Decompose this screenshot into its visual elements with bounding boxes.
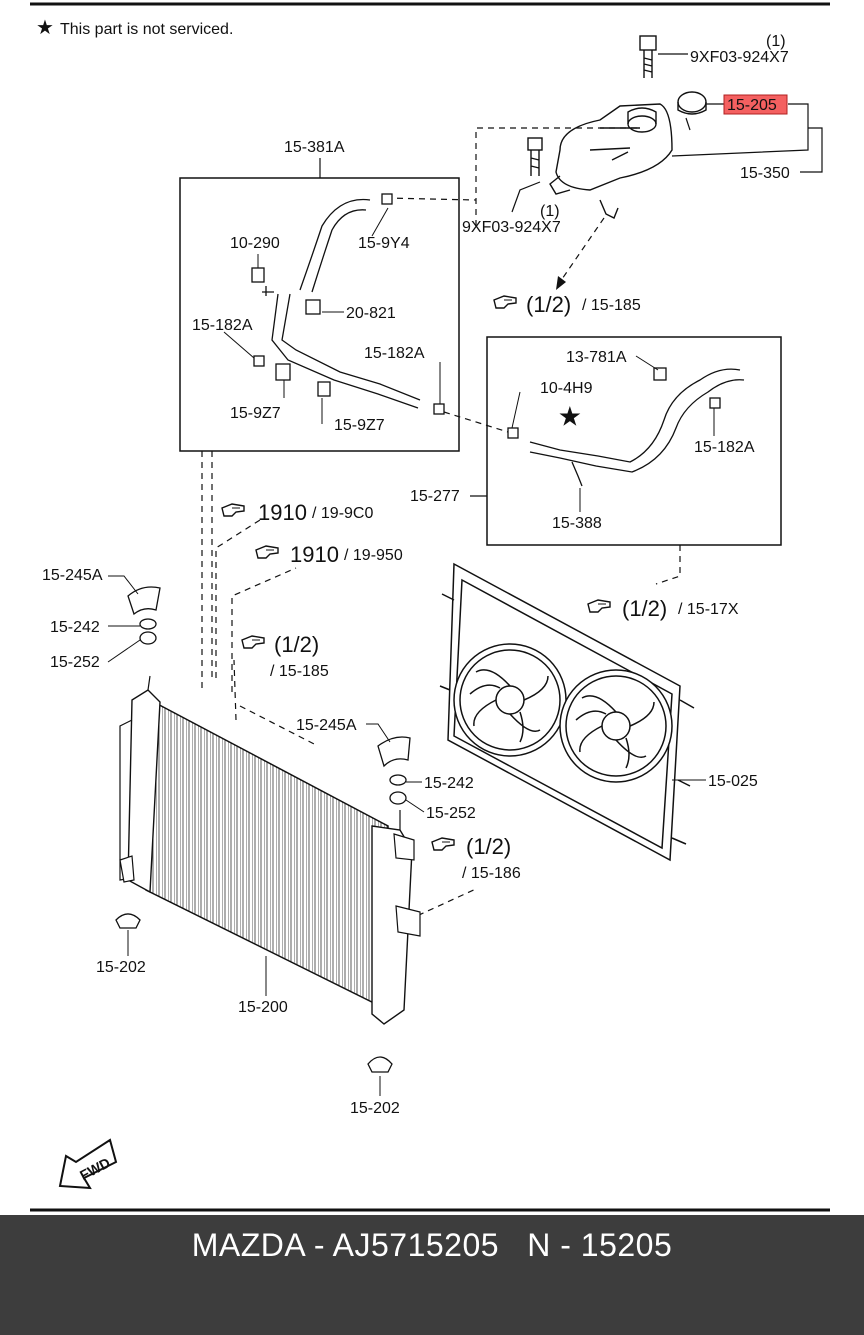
reservoir-dashes	[385, 127, 640, 283]
part-15-182A-upper-right: 15-182A	[364, 345, 425, 362]
ref-3-sub: / 19-950	[344, 547, 403, 564]
ref-5-num: (1/2)	[622, 596, 667, 621]
parts-diagram: ★ This part is not serviced. (1) 9XF03-9…	[30, 2, 830, 1212]
footer-separator: -	[304, 1227, 333, 1263]
part-15-245A-left: 15-245A	[42, 567, 103, 584]
upper-hose-leaders	[223, 207, 441, 424]
part-15-202-left: 15-202	[96, 959, 146, 976]
part-15-182A-upper-left: 15-182A	[192, 317, 253, 334]
legend-note: This part is not serviced.	[60, 21, 233, 38]
part-15-9Z7-right: 15-9Z7	[334, 417, 385, 434]
part-13-781A: 13-781A	[566, 349, 627, 366]
part-15-245A-right: 15-245A	[296, 717, 357, 734]
bolt-mid-qty: (1)	[540, 203, 560, 220]
footer-part-number: AJ5715205	[332, 1227, 500, 1263]
ref-hand-icon	[493, 295, 517, 309]
cap-part-highlighted: 15-205	[727, 97, 777, 114]
diagram-canvas: ★ This part is not serviced. (1) 9XF03-9…	[30, 2, 830, 1212]
highlight-box	[723, 94, 788, 115]
reservoir-leaders	[511, 53, 823, 213]
part-15-9Y4: 15-9Y4	[358, 235, 410, 252]
star-symbol: ★	[36, 17, 54, 39]
lower-hose-leaders	[511, 355, 715, 512]
ref-2-sub: / 19-9C0	[312, 505, 373, 522]
part-10-290: 10-290	[230, 235, 280, 252]
ref-1-sub: / 15-185	[582, 297, 641, 314]
ref-hand-icon	[241, 635, 265, 649]
part-15-388: 15-388	[552, 515, 602, 532]
footer-brand: MAZDA	[191, 1227, 305, 1263]
part-15-242-left: 15-242	[50, 619, 100, 636]
arrow-head	[556, 276, 566, 290]
ref-3-num: 1910	[290, 542, 339, 567]
ref-hand-icon	[255, 545, 279, 559]
ref-5-sub: / 15-17X	[678, 601, 739, 618]
footer-banner: MAZDA - AJ5715205 N - 15205	[0, 1215, 864, 1335]
fan-part-label: 15-025	[708, 773, 758, 790]
ref-hand-icon	[431, 837, 455, 851]
upper-hose-assembly-label: 15-381A	[284, 139, 345, 156]
tank-part-label: 15-350	[740, 165, 790, 182]
footer-gap	[499, 1227, 527, 1263]
footer-caption: MAZDA - AJ5715205 N - 15205	[0, 1227, 864, 1264]
ref-4-num: (1/2)	[274, 632, 319, 657]
part-10-4H9: 10-4H9	[540, 380, 593, 397]
ref-hand-icon	[587, 599, 611, 613]
part-15-242-right: 15-242	[424, 775, 474, 792]
right-mount-leaders	[366, 723, 425, 813]
lower-hose-assembly-label: 15-277	[410, 488, 460, 505]
bolt-top-part-number: 9XF03-924X7	[690, 49, 789, 66]
part-15-252-right: 15-252	[426, 805, 476, 822]
part-15-252-left: 15-252	[50, 654, 100, 671]
bolt-mid-part-number: 9XF03-924X7	[462, 219, 561, 236]
ref-hand-icon	[221, 503, 245, 517]
lower-hose-box	[486, 336, 782, 546]
footer-code: N - 15205	[527, 1227, 673, 1263]
left-mount-parts	[127, 586, 161, 645]
fwd-arrow-icon: FWD	[58, 1138, 118, 1190]
ref-6-num: (1/2)	[466, 834, 511, 859]
right-mount-parts	[377, 736, 411, 805]
ref-6-sub: / 15-186	[462, 865, 521, 882]
radiator-part-label: 15-200	[238, 999, 288, 1016]
ref-1-num: (1/2)	[526, 292, 571, 317]
fan-shroud	[439, 562, 695, 862]
part-20-821: 20-821	[346, 305, 396, 322]
part-15-9Z7-left: 15-9Z7	[230, 405, 281, 422]
bolt-top-qty: (1)	[766, 33, 786, 50]
ref-2-num: 1910	[258, 500, 307, 525]
reservoir-group	[527, 35, 707, 219]
upper-hose	[251, 193, 445, 415]
part-15-202-right: 15-202	[350, 1100, 400, 1117]
left-mount-leaders	[107, 575, 141, 663]
star-marker: ★	[560, 404, 580, 429]
part-15-182A-lower: 15-182A	[694, 439, 755, 456]
rubber-mounts-lower	[115, 913, 393, 1073]
lower-hose: ★	[507, 367, 745, 487]
ref-4-sub: / 15-185	[270, 663, 329, 680]
radiator	[119, 675, 421, 1025]
radiator-leaders	[127, 930, 381, 1096]
